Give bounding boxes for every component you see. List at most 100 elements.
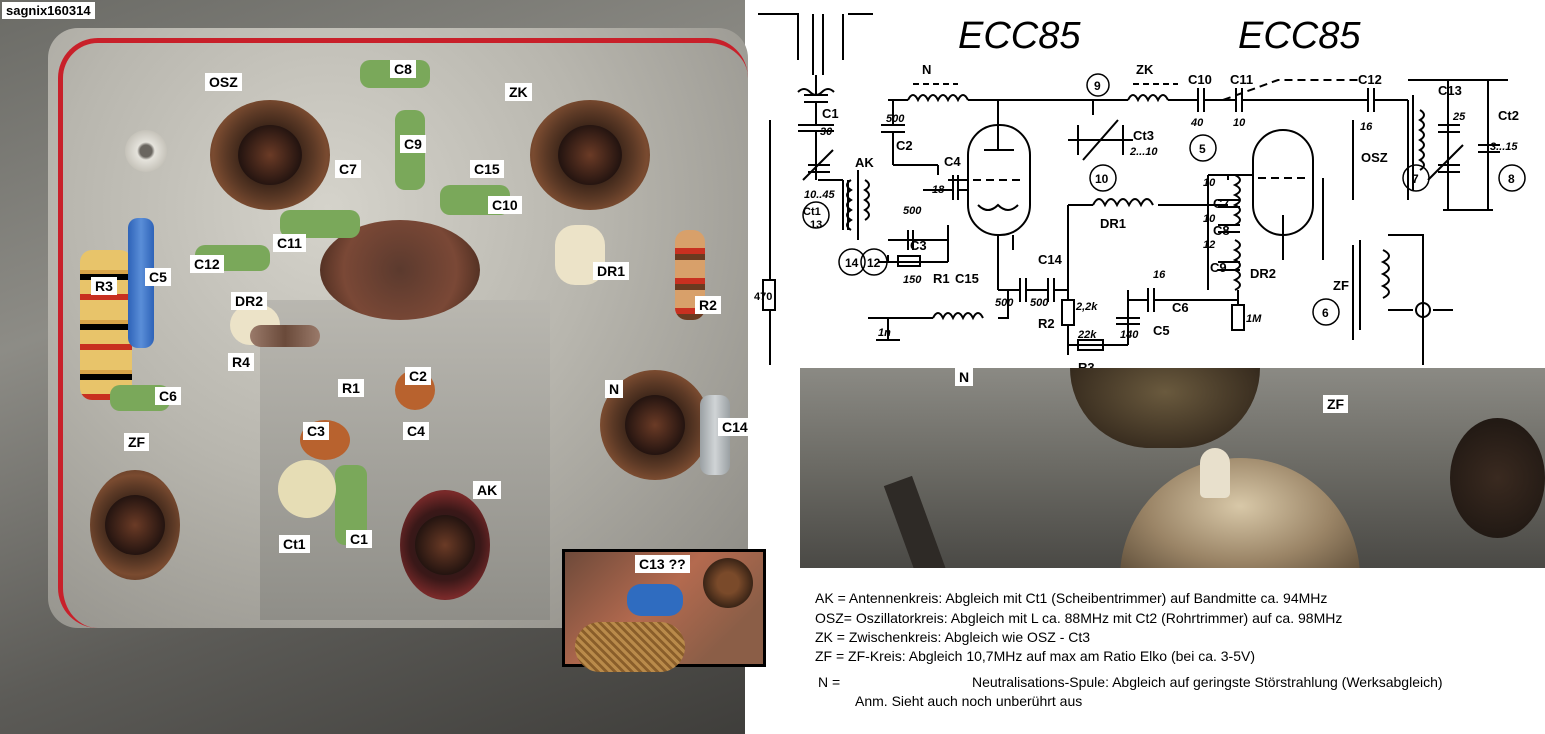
zf-coil [1380, 249, 1390, 299]
n-top-line [888, 99, 1093, 120]
c6-branch [1127, 288, 1238, 345]
tube-tip [1200, 448, 1230, 498]
ak-coil-core [415, 515, 475, 575]
label-r1: R1 [338, 379, 364, 397]
sch-label-c14: C14 [1038, 252, 1063, 267]
label-c11: C11 [273, 234, 306, 252]
sch-label-r2: R2 [1038, 316, 1055, 331]
tuner-photo: sagnix160314 OSZ C8 ZK C9 C7 C15 C10 C11… [0, 0, 766, 734]
sch-value-c14: 500 [1030, 297, 1049, 309]
sch-value-c13: 25 [1452, 111, 1466, 123]
pin-14-circle [838, 248, 866, 276]
sch-value-c9: 12 [1203, 239, 1215, 251]
bottom-coil [932, 312, 984, 321]
label-c8: C8 [390, 60, 416, 78]
pin-12-circle [860, 248, 888, 276]
braided-wire [575, 622, 685, 672]
zf-coil-photo [1450, 418, 1545, 538]
bottom-line [868, 290, 1009, 319]
sch-label-zf: ZF [1333, 278, 1349, 293]
schematic: ECC85 ECC85 N C1 30 AK C2 500 C4 18 Ct1 … [748, 0, 1545, 375]
label-c15: C15 [470, 160, 504, 178]
tube1-label: ECC85 [958, 15, 1081, 57]
c13-capacitor [627, 584, 683, 616]
sch-value-c7: 10 [1203, 177, 1216, 189]
sch-label-c10: C10 [1188, 72, 1212, 87]
label-c2: C2 [405, 367, 431, 385]
resistor-1m [1231, 304, 1245, 331]
sch-pin-8: 8 [1508, 172, 1515, 186]
zf-line [1388, 234, 1453, 311]
sch-value-c11: 10 [1233, 117, 1246, 129]
sch-label-c6: C6 [1172, 300, 1189, 315]
tube2-pins [1282, 178, 1324, 260]
label-r2: R2 [695, 296, 721, 314]
sch-label-c13: C13 [1438, 83, 1462, 98]
c3-r1-branch [878, 225, 949, 263]
sch-pin-7: 7 [1412, 172, 1419, 186]
zf-core [1352, 240, 1361, 340]
label-c12: C12 [190, 255, 224, 273]
adjustment-notes: AK = Antennenkreis: Abgleich mit Ct1 (Sc… [800, 568, 1545, 734]
sch-value-c3: 500 [903, 205, 922, 217]
r3-resistor [80, 250, 132, 400]
label-zk: ZK [505, 83, 532, 101]
sch-value-c15: 500 [995, 297, 1014, 309]
note-zf: ZF = ZF-Kreis: Abgleich 10,7MHz auf max … [815, 648, 1255, 664]
tube1-anode [984, 100, 1014, 151]
r2-resistor [1061, 299, 1075, 326]
sch-value-1n: 1n [878, 327, 891, 339]
c4-branch [923, 165, 968, 200]
red-wire [58, 38, 748, 628]
r4-resistor [250, 325, 320, 347]
sch-pin-6: 6 [1322, 306, 1329, 320]
sch-value-c4: 18 [932, 184, 945, 196]
c5-cap [1116, 300, 1140, 325]
sch-value-470: 470 [754, 291, 772, 303]
sch-value-1m: 1M [1246, 313, 1262, 325]
photo2-label-n: N [955, 368, 974, 386]
sch-value-c10: 40 [1190, 117, 1204, 129]
osz-coil [1418, 109, 1425, 171]
pin-13-circle [802, 201, 830, 229]
sch-value-ct3: 2...10 [1129, 146, 1158, 158]
osz-coil-core [238, 125, 302, 185]
dr1-coil [1092, 198, 1154, 208]
tube-top [1070, 368, 1260, 448]
coil-c1 [797, 88, 835, 96]
photo-tag: sagnix160314 [2, 2, 95, 19]
c13-ct2 [1408, 79, 1508, 211]
pin-8-circle [1498, 164, 1526, 192]
note-osz: OSZ= Oszillatorkreis: Abgleich mit L ca.… [815, 610, 1343, 626]
schematic-drawing: ECC85 ECC85 N C1 30 AK C2 500 C4 18 Ct1 … [754, 13, 1526, 375]
label-r4: R4 [228, 353, 254, 371]
label-r3: R3 [91, 277, 117, 295]
sch-label-c8: C8 [1213, 223, 1230, 238]
sch-label-ct1: Ct1 [803, 206, 821, 218]
sch-label-zk: ZK [1136, 62, 1154, 77]
sch-label-ak: AK [855, 155, 874, 170]
sch-value-r3: 22k [1077, 329, 1097, 341]
sch-pin-9: 9 [1094, 79, 1101, 93]
label-ct1: Ct1 [279, 535, 310, 553]
sch-label-r1: R1 [933, 271, 950, 286]
c7-c8-c9 [1207, 174, 1253, 290]
sch-value-c6: 16 [1153, 269, 1166, 281]
label-ak: AK [473, 481, 502, 499]
label-dr1: DR1 [593, 262, 630, 280]
sch-label-c7: C7 [1213, 196, 1230, 211]
pin-9-circle [1086, 73, 1110, 97]
sch-label-c9: C9 [1210, 260, 1227, 275]
sch-pin-10: 10 [1095, 172, 1109, 186]
sch-label-dr1: DR1 [1100, 216, 1126, 231]
sch-pin-12: 12 [867, 256, 881, 270]
label-c4: C4 [403, 422, 429, 440]
r3-resistor [1077, 339, 1104, 351]
sch-value-ct2: 3...15 [1490, 141, 1518, 153]
note-ak: AK = Antennenkreis: Abgleich mit Ct1 (Sc… [815, 590, 1328, 606]
tube2-label: ECC85 [1238, 15, 1361, 57]
cable [883, 475, 947, 581]
sch-label-n: N [922, 62, 931, 77]
osz-core [1407, 95, 1414, 200]
label-n: N [605, 380, 624, 398]
